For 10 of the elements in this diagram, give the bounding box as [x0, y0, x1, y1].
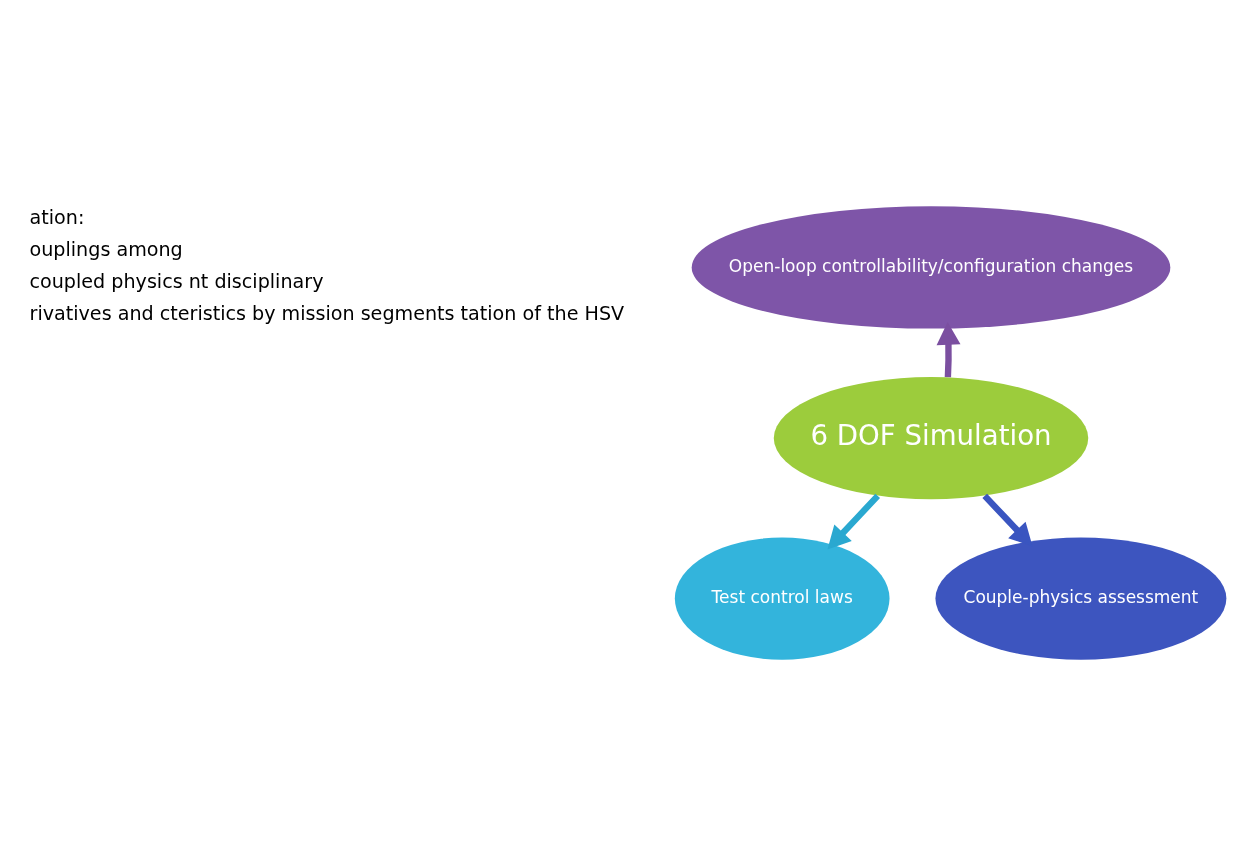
arrow [936, 322, 961, 378]
node-ellipse: Couple-physics assessment [935, 537, 1227, 660]
node-ellipse: Test control laws [674, 537, 890, 660]
arrow [827, 493, 881, 550]
node-ellipse: 6 DOF Simulation [773, 376, 1089, 500]
label: ouplings among [29, 238, 183, 262]
label: ation: [29, 206, 85, 230]
node-ellipse: Open-loop controllability/configuration changes [691, 206, 1171, 329]
label: rivatives and cteristics by mission segments tation of the HSV [29, 301, 625, 325]
label: coupled physics nt disciplinary [29, 270, 324, 294]
